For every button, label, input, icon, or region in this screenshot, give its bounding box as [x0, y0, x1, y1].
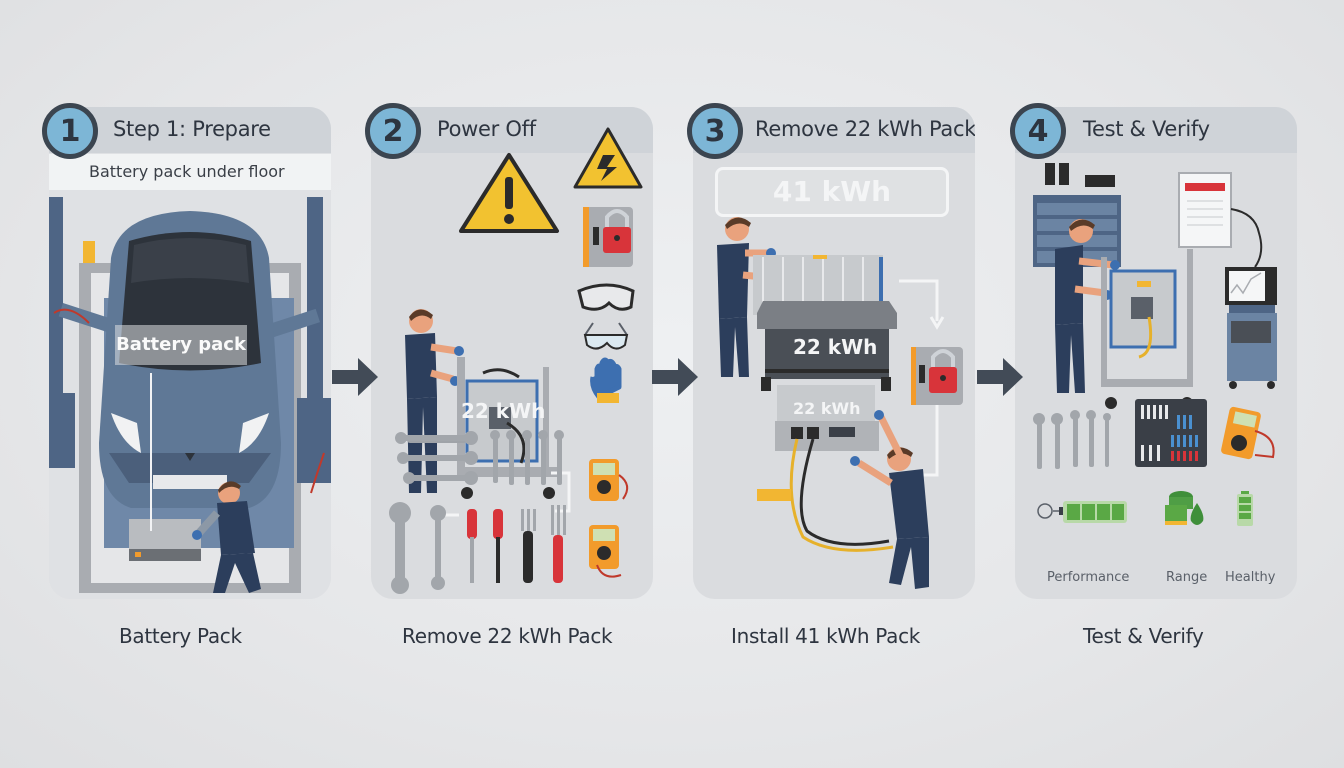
- step-2-pack-label: 22 kWh: [461, 399, 546, 423]
- old-pack-label: 22 kWh: [793, 335, 878, 359]
- step-4-title: Test & Verify: [1083, 117, 1210, 141]
- report-tablet-icon: [1178, 172, 1263, 268]
- lockout-icon: [911, 347, 963, 405]
- step-2-badge: 2: [365, 103, 421, 159]
- step-2-panel: Power Off: [371, 107, 653, 599]
- indicator-performance-label: Performance: [1047, 570, 1130, 585]
- step-3-badge: 3: [687, 103, 743, 159]
- car-lift-scene: [49, 153, 331, 599]
- glove-icon: [590, 357, 622, 403]
- multimeter-icon: [1221, 406, 1275, 460]
- pack-swap-scene: [717, 217, 963, 589]
- goggles-icon: [577, 283, 635, 311]
- step-4-panel: Test & Verify: [1015, 107, 1297, 599]
- tool-tray-icon: [1135, 399, 1207, 467]
- power-off-scene: [405, 127, 643, 517]
- arrow-right-icon: [332, 358, 378, 396]
- high-voltage-icon: [573, 127, 643, 189]
- indicator-range-label: Range: [1166, 570, 1208, 585]
- arrow-right-icon: [977, 358, 1023, 396]
- diagnostic-monitor-icon: [1225, 267, 1277, 389]
- test-verify-scene: [1033, 163, 1277, 526]
- range-icon: [1165, 491, 1204, 525]
- wrench-set-icon: [1033, 410, 1111, 469]
- arrow-right-icon: [652, 358, 698, 396]
- safety-glasses-icon: [583, 322, 629, 350]
- lockout-icon: [583, 207, 633, 267]
- step-1-badge: 1: [42, 103, 98, 159]
- step-4-badge: 4: [1010, 103, 1066, 159]
- battery-full-icon: [1037, 501, 1127, 523]
- battery-healthy-icon: [1237, 491, 1253, 526]
- bottom-label-4: Test & Verify: [1083, 624, 1204, 648]
- step-3-panel: Remove 22 kWh Pack 41 kWh: [693, 107, 975, 599]
- new-pack-label: 41 kWh: [715, 167, 949, 217]
- tools-layout: [389, 430, 629, 594]
- warning-icon: [459, 153, 559, 233]
- step-1-panel: Step 1: Prepare: [49, 107, 331, 599]
- step-2-title: Power Off: [437, 117, 536, 141]
- battery-pack-callout: Battery pack: [115, 325, 247, 365]
- step-1-sublabel: Battery pack under floor: [49, 154, 331, 190]
- step-1-title: Step 1: Prepare: [113, 117, 271, 141]
- bottom-label-3: Install 41 kWh Pack: [731, 624, 921, 648]
- bottom-label-1: Battery Pack: [119, 624, 242, 648]
- multimeter-icon: [589, 459, 629, 578]
- old-pack-tray-label: 22 kWh: [793, 399, 861, 418]
- screwdriver-icon: [467, 505, 566, 583]
- wrench-set-icon: [389, 430, 564, 594]
- bottom-label-2: Remove 22 kWh Pack: [402, 624, 613, 648]
- step-3-title: Remove 22 kWh Pack: [755, 117, 975, 141]
- indicator-healthy-label: Healthy: [1225, 570, 1276, 585]
